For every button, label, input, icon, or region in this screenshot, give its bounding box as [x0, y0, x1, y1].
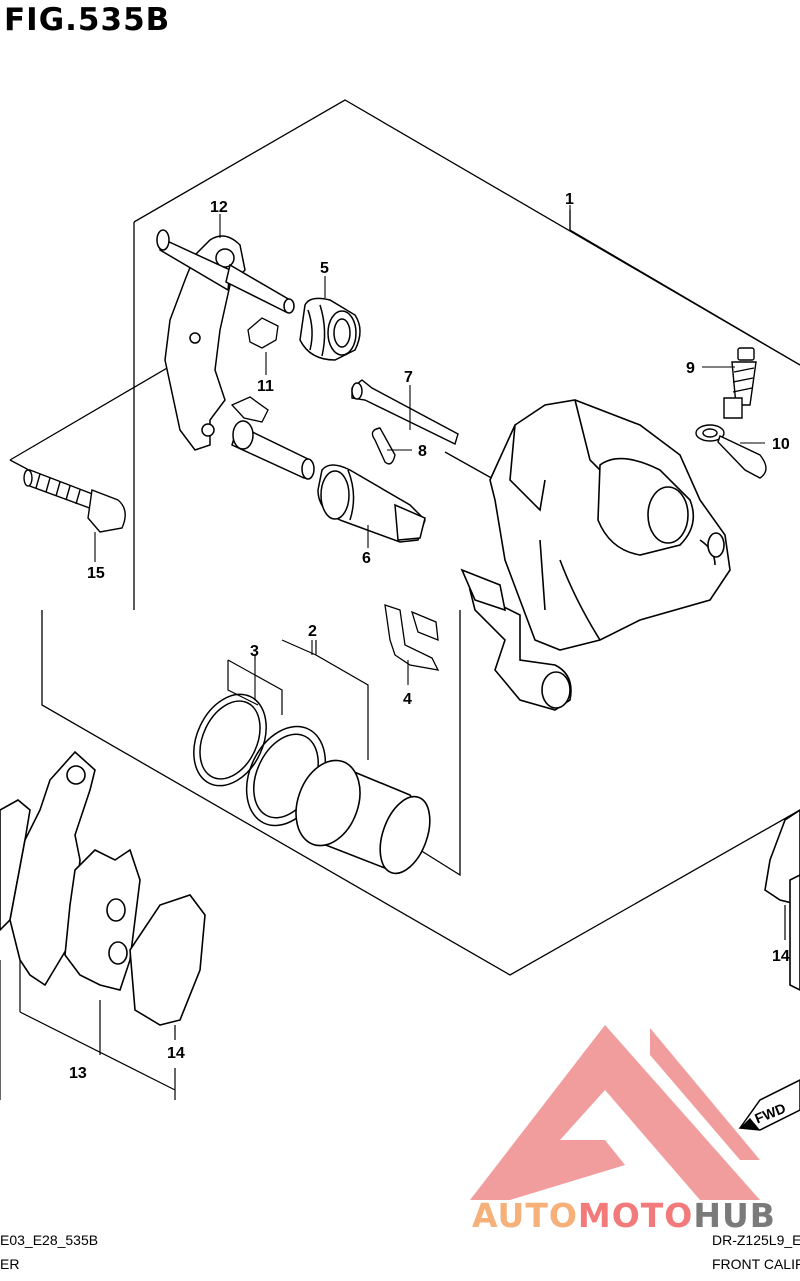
callout-9: 9	[686, 360, 695, 377]
bolt-part-7	[351, 379, 459, 445]
leader-lines	[94, 205, 765, 700]
callout-13: 13	[69, 1065, 87, 1082]
callout-8: 8	[418, 443, 427, 460]
diagram-code-right: DR-Z125L9_E	[712, 1232, 800, 1248]
callout-14-right: 14	[772, 948, 790, 965]
clip-part-11	[230, 317, 279, 423]
piston-seal-part-3	[193, 693, 267, 787]
brake-pad-right	[764, 809, 800, 991]
watermark-logo-mark	[470, 1025, 760, 1200]
diagram-code-left: E03_E28_535B	[0, 1232, 99, 1248]
pad-callout-lines-left	[0, 960, 176, 1100]
spring-part-4	[384, 604, 440, 671]
cap-part-10	[695, 424, 767, 479]
callout-10: 10	[772, 436, 790, 453]
callout-3: 3	[250, 643, 259, 660]
callout-labels: 1 2 3 4 5 6 7 8 9 10 11 12 13 14 14 15 F…	[69, 191, 790, 1127]
assembly-outline	[9, 99, 800, 976]
brake-pads-left	[0, 750, 206, 1026]
callout-14-left: 14	[167, 1045, 185, 1062]
pin-boot-part-6	[317, 464, 426, 543]
watermark-part-moto: MOTO	[577, 1196, 694, 1235]
callout-11: 11	[257, 378, 274, 395]
caption-right: FRONT CALIP	[712, 1256, 800, 1272]
figure-title: FIG.535B	[4, 2, 171, 38]
caliper-body-part-1	[460, 399, 731, 711]
watermark-part-auto: AUTO	[472, 1196, 578, 1235]
bleeder-part-9	[723, 347, 757, 419]
cotter-pin-part-8	[371, 427, 396, 465]
fwd-arrow-icon	[738, 1079, 800, 1131]
watermark-part-hub: HUB	[693, 1196, 776, 1235]
callout-12: 12	[210, 199, 228, 216]
callout-2: 2	[308, 623, 317, 640]
bolt-part-15	[23, 469, 126, 533]
callout-1: 1	[565, 191, 574, 208]
piston-group-outline	[227, 639, 369, 760]
caption-left: ER	[0, 1256, 20, 1272]
caliper-bracket-part-12	[156, 229, 315, 480]
callout-6: 6	[362, 550, 371, 567]
piston	[295, 759, 431, 875]
callout-15: 15	[87, 565, 105, 582]
callout-4: 4	[403, 691, 412, 708]
callout-5: 5	[320, 260, 329, 277]
boot-part-5	[299, 297, 361, 361]
watermark-wordmark: AUTOMOTOHUB	[472, 1196, 776, 1235]
callout-7: 7	[404, 369, 413, 386]
